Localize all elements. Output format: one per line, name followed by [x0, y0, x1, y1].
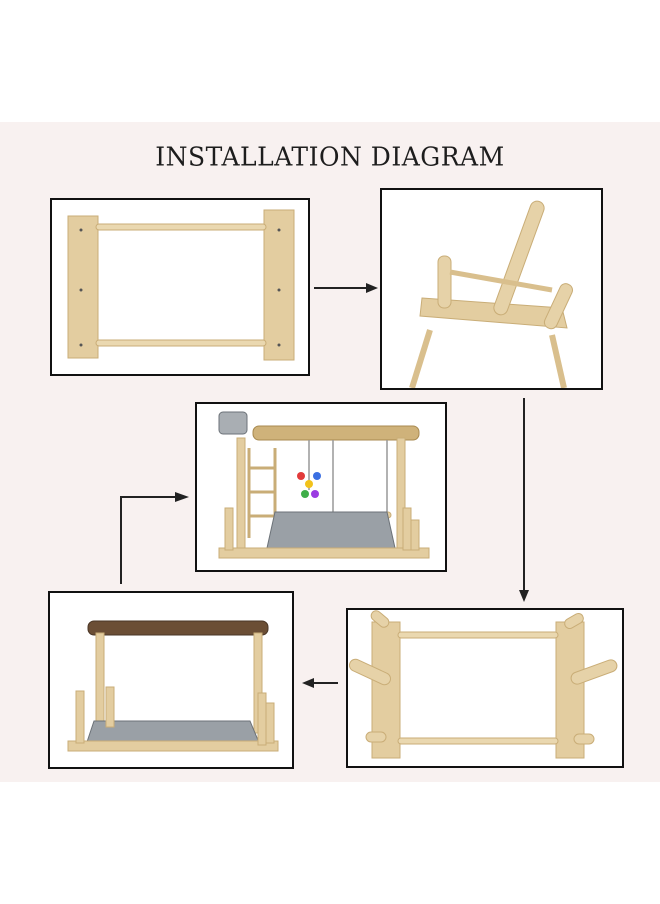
frame-flat-icon — [67, 209, 295, 361]
frame-side-posts-icon — [409, 200, 574, 388]
arrow-up-right-icon — [120, 492, 189, 584]
finished-play-stand-icon — [218, 411, 430, 559]
arrow-down-icon — [519, 398, 529, 602]
step-5-panel — [195, 402, 447, 572]
step-1-panel — [50, 198, 310, 376]
stand-with-tray-icon — [67, 620, 279, 752]
diagram-title: INSTALLATION DIAGRAM — [155, 141, 505, 172]
step-4-panel — [48, 591, 294, 769]
step-2-panel — [380, 188, 603, 390]
frame-with-pegs-icon — [348, 610, 618, 759]
arrow-right-icon — [314, 283, 378, 293]
step-3-panel — [346, 608, 624, 768]
arrow-left-icon — [302, 678, 338, 688]
